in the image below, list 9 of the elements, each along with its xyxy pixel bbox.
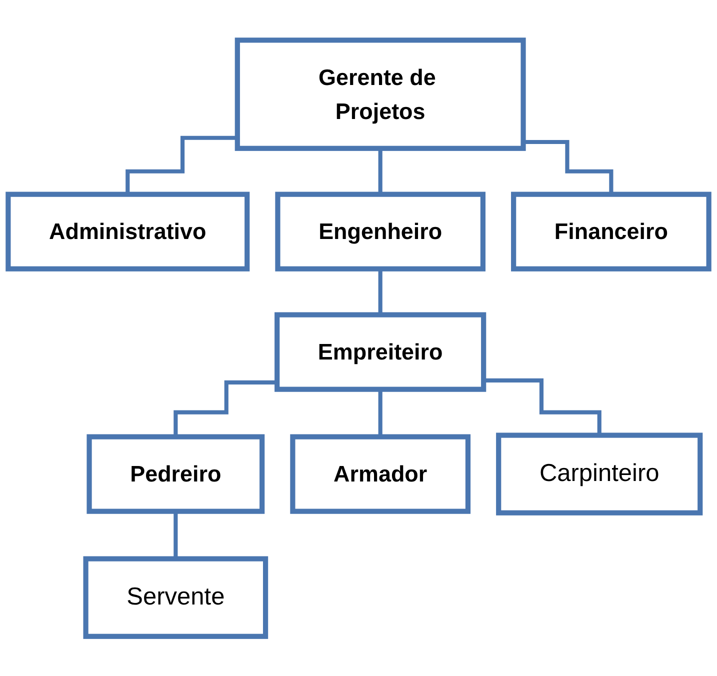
node-box: Empreiteiro: [274, 312, 486, 392]
node-box: Pedreiro: [86, 434, 265, 514]
node-box: Financeiro: [511, 192, 712, 272]
node-box: Gerente de Projetos: [234, 37, 526, 151]
node-box: Carpinteiro: [496, 432, 703, 516]
node-box: Administrativo: [6, 192, 250, 272]
node-box: Armador: [290, 434, 471, 514]
node-box: Servente: [83, 556, 268, 639]
node-box: Engenheiro: [275, 192, 486, 272]
